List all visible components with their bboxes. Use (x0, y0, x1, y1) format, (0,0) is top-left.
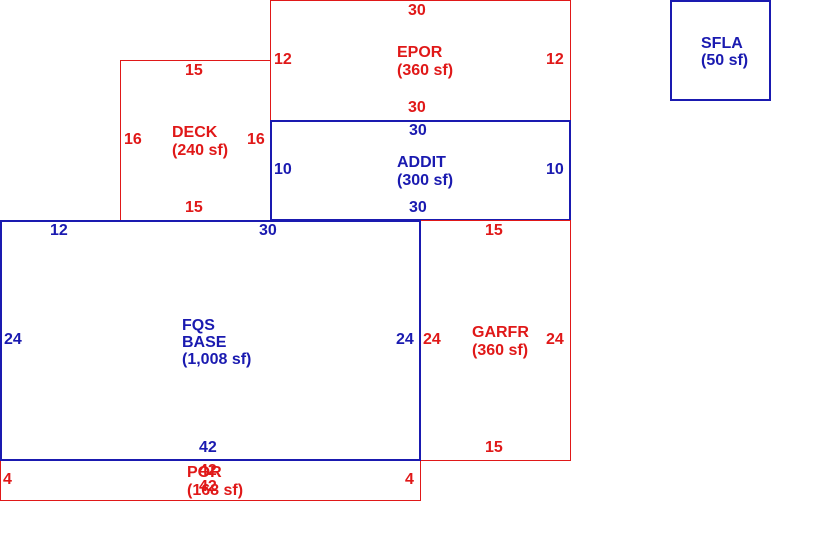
base-name-line2: BASE (182, 334, 227, 351)
addit-name: ADDIT (397, 154, 446, 171)
deck-dim-left: 16 (124, 131, 142, 148)
base-dim-top-left: 12 (50, 222, 68, 239)
epor-dim-bottom: 30 (408, 99, 426, 116)
epor-name: EPOR (397, 44, 443, 61)
room-sfla (670, 0, 771, 101)
addit-dim-left: 10 (274, 161, 292, 178)
garfr-dim-bottom: 15 (485, 439, 503, 456)
por-dim-bottom: 42 (199, 478, 217, 495)
garfr-dim-right: 24 (546, 331, 564, 348)
base-dim-right: 24 (396, 331, 414, 348)
epor-dim-right: 12 (546, 51, 564, 68)
base-dim-left: 24 (4, 331, 22, 348)
room-base (0, 220, 421, 461)
epor-area: (360 sf) (397, 62, 454, 79)
epor-dim-left: 12 (274, 51, 292, 68)
deck-name: DECK (172, 124, 218, 141)
base-dim-top-right: 30 (259, 222, 277, 239)
deck-area: (240 sf) (172, 142, 229, 159)
base-dim-bottom: 42 (199, 439, 217, 456)
addit-dim-right: 10 (546, 161, 564, 178)
sfla-name: SFLA (701, 35, 743, 52)
addit-dim-bottom: 30 (409, 199, 427, 216)
addit-area: (300 sf) (397, 172, 454, 189)
sfla-area: (50 sf) (701, 52, 749, 69)
addit-dim-top: 30 (409, 122, 427, 139)
garfr-dim-left: 24 (423, 331, 441, 348)
deck-dim-top: 15 (185, 62, 203, 79)
epor-dim-top: 30 (408, 2, 426, 19)
garfr-name: GARFR (472, 324, 529, 341)
base-area: (1,008 sf) (182, 351, 252, 368)
por-dim-left: 4 (3, 471, 12, 488)
por-name: POR (187, 464, 222, 481)
por-dim-right: 4 (405, 471, 414, 488)
garfr-area: (360 sf) (472, 342, 529, 359)
garfr-dim-top: 15 (485, 222, 503, 239)
por-dim-top: 42 (199, 462, 217, 479)
deck-dim-right: 16 (247, 131, 265, 148)
deck-dim-bottom: 15 (185, 199, 203, 216)
base-name-line1: FQS (182, 317, 215, 334)
por-area: (168 sf) (187, 482, 244, 499)
